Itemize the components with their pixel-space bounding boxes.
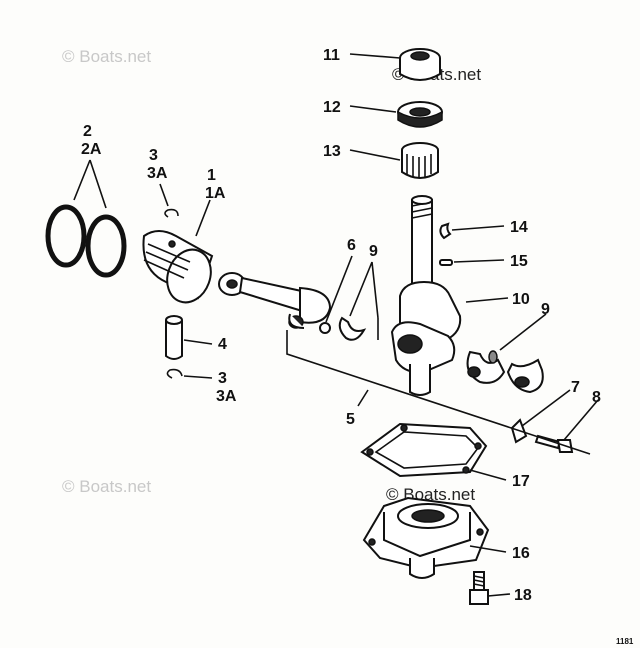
part-14-key[interactable] bbox=[439, 222, 452, 240]
callout-14: 14 bbox=[510, 219, 528, 236]
part-9-bearing-cage-upper[interactable] bbox=[338, 316, 379, 341]
callout-10: 10 bbox=[512, 291, 530, 308]
part-6-dowel[interactable] bbox=[319, 322, 331, 334]
watermark-bottom-left: © Boats.net bbox=[62, 477, 151, 496]
callout-9-right: 9 bbox=[541, 301, 550, 318]
part-11-seal[interactable] bbox=[399, 48, 441, 81]
callout-12: 12 bbox=[323, 99, 341, 116]
leader-lines bbox=[73, 53, 599, 597]
callout-7: 7 bbox=[571, 379, 580, 396]
callout-1a: 1A bbox=[205, 185, 226, 202]
callout-3-bottom: 3 bbox=[218, 370, 227, 387]
callout-16: 16 bbox=[512, 545, 530, 562]
callout-5: 5 bbox=[346, 411, 355, 428]
part-4-wrist-pin[interactable] bbox=[165, 315, 183, 360]
part-1-piston[interactable] bbox=[142, 230, 218, 309]
figure-number: 1181 bbox=[616, 637, 634, 646]
callout-11: 11 bbox=[323, 47, 340, 64]
callout-1: 1 bbox=[207, 167, 216, 184]
watermark-top-left: © Boats.net bbox=[62, 47, 151, 66]
part-9-bearing-cage-right[interactable] bbox=[466, 350, 544, 394]
part-12-bearing[interactable] bbox=[397, 101, 443, 128]
callout-18: 18 bbox=[514, 587, 532, 604]
part-13-needle-bearing[interactable] bbox=[401, 142, 439, 179]
part-18-bolt[interactable] bbox=[469, 571, 489, 605]
part-15-pin[interactable] bbox=[439, 259, 453, 266]
callout-2: 2 bbox=[83, 123, 92, 140]
part-3-retaining-ring-bottom[interactable] bbox=[166, 368, 183, 379]
callout-2a: 2A bbox=[81, 141, 102, 158]
part-5-connecting-rod[interactable] bbox=[218, 272, 332, 329]
part-17-gasket[interactable] bbox=[360, 422, 488, 478]
part-16-bearing-housing[interactable] bbox=[362, 496, 490, 579]
part-10-crankshaft[interactable] bbox=[390, 195, 462, 396]
callout-17: 17 bbox=[512, 473, 530, 490]
callout-3a-top: 3A bbox=[147, 165, 168, 182]
callout-13: 13 bbox=[323, 143, 341, 160]
callout-9-top: 9 bbox=[369, 243, 378, 260]
part-3-retaining-ring-top[interactable] bbox=[164, 208, 179, 218]
part-2a-piston-ring[interactable] bbox=[85, 214, 127, 278]
callout-6: 6 bbox=[347, 237, 356, 254]
callout-8: 8 bbox=[592, 389, 601, 406]
callout-4: 4 bbox=[218, 336, 227, 353]
callout-15: 15 bbox=[510, 253, 528, 270]
part-2-piston-ring[interactable] bbox=[45, 204, 87, 268]
callout-3a-bottom: 3A bbox=[216, 388, 237, 405]
callout-3-top: 3 bbox=[149, 147, 158, 164]
